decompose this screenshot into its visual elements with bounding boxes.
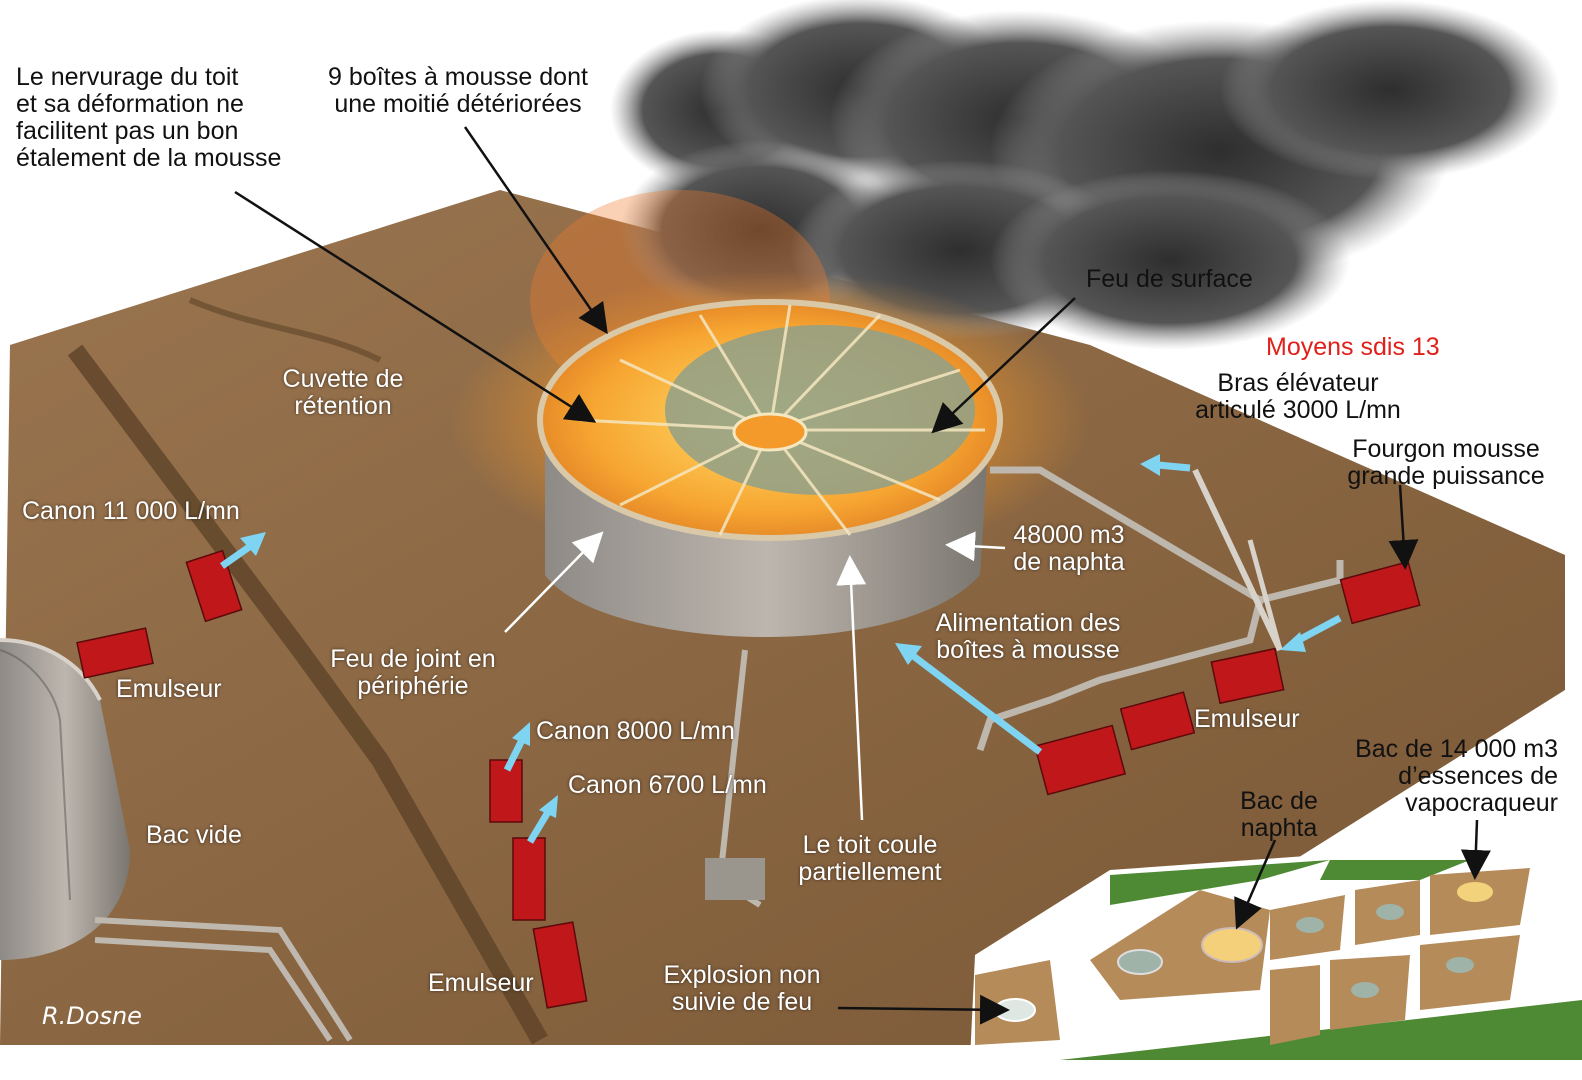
callout-lines bbox=[234, 126, 1491, 1025]
label-retention-basin: Cuvette de rétention bbox=[282, 365, 404, 420]
label-roof-sinking: Le toit coule partiellement bbox=[798, 831, 942, 886]
label-foam-boxes: 9 boîtes à mousse dont une moitié détéri… bbox=[328, 63, 588, 118]
label-foam-truck: Fourgon mousse grande puissance bbox=[1347, 435, 1545, 490]
label-roof-ribbing: Le nervurage du toit et sa déformation n… bbox=[16, 63, 282, 172]
smoke-plume bbox=[610, 0, 1560, 350]
label-canon-8000: Canon 8000 L/mn bbox=[536, 717, 735, 745]
fire-trucks bbox=[76, 549, 1421, 1009]
retention-trench bbox=[67, 344, 548, 1045]
label-sdis-resources: Moyens sdis 13 bbox=[1266, 333, 1440, 361]
label-foam-supply: Alimentation des boîtes à mousse bbox=[935, 609, 1121, 664]
label-gasoline-tank: Bac de 14 000 m3 d’essences de vapocraqu… bbox=[1355, 735, 1558, 817]
label-aerial-ladder: Bras élévateur articulé 3000 L/mn bbox=[1195, 369, 1401, 424]
label-empty-tank: Bac vide bbox=[146, 821, 242, 849]
label-surface-fire: Feu de surface bbox=[1086, 265, 1253, 293]
label-rim-seal-fire: Feu de joint en périphérie bbox=[330, 645, 496, 700]
label-canon-11000: Canon 11 000 L/mn bbox=[22, 497, 240, 525]
empty-tank bbox=[0, 638, 353, 1042]
label-emulsifier-right: Emulseur bbox=[1194, 705, 1300, 733]
label-canon-6700: Canon 6700 L/mn bbox=[568, 771, 767, 799]
foam-pipeline bbox=[976, 466, 1265, 752]
site-map-inset bbox=[970, 855, 1582, 1060]
burning-tank bbox=[537, 299, 1003, 638]
label-explosion: Explosion non suivie de feu bbox=[663, 961, 821, 1016]
label-naphtha-volume: 48000 m3 de naphta bbox=[1013, 521, 1125, 576]
label-emulsifier-left: Emulseur bbox=[116, 675, 222, 703]
water-jet-arrows bbox=[219, 454, 1342, 844]
label-naphtha-tank: Bac de naphta bbox=[1240, 787, 1318, 842]
label-emulsifier-bottom: Emulseur bbox=[428, 969, 534, 997]
artist-signature: R.Dosne bbox=[42, 1002, 142, 1030]
aerial-ladder bbox=[1192, 468, 1283, 652]
